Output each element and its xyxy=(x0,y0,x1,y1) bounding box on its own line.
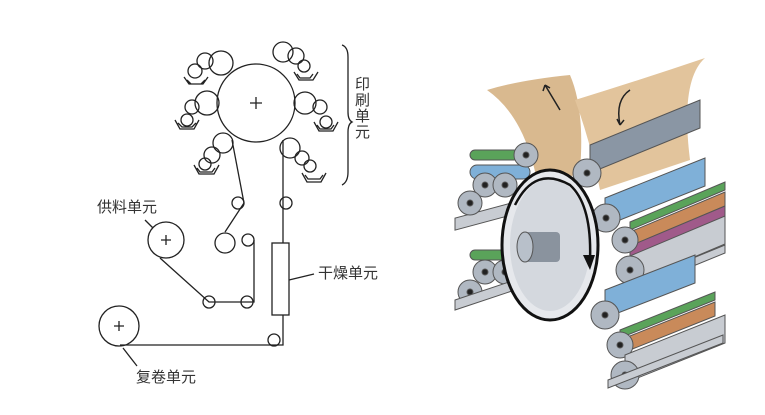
dryer-box xyxy=(271,242,290,316)
roller-stacks xyxy=(454,99,726,390)
rewind-roll xyxy=(98,305,140,347)
web-path-left xyxy=(224,139,245,233)
drum-center-mark xyxy=(250,97,262,109)
rotation-arrow-icon xyxy=(513,177,592,261)
impression-drum xyxy=(216,63,296,143)
label-drying-unit: 干燥单元 xyxy=(318,264,379,282)
web-path-right xyxy=(120,140,284,346)
label-printing-unit: 印刷单元 xyxy=(353,76,371,140)
paper-arrow-down-icon xyxy=(616,89,631,126)
printing-press-illustration xyxy=(454,58,726,390)
cylinder-shaft xyxy=(525,232,560,262)
label-supply-unit: 供料单元 xyxy=(97,198,158,216)
label-rewind-unit: 复卷单元 xyxy=(136,368,197,386)
printing-unit-brace xyxy=(341,44,354,186)
paper-arrow-up-icon xyxy=(542,84,561,111)
supply-roll xyxy=(147,221,185,259)
